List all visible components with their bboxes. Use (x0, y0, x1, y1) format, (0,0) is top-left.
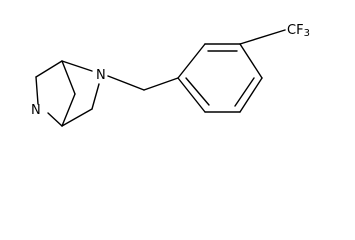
bond-ring-4 (239, 77, 263, 113)
bond-c2-n5 (35, 76, 39, 105)
atom-label-cf3-subscript: 3 (304, 28, 310, 39)
benzene-ring (177, 43, 263, 113)
bond-ring-double-3 (185, 77, 210, 106)
atom-label-nh: N (31, 103, 41, 118)
bond-ch2-ring (143, 77, 179, 91)
bond-c3-c4 (61, 108, 93, 127)
atom-label-cf3-main: CF (287, 23, 304, 38)
bond-ring-1 (177, 43, 206, 79)
atom-label-cf3: CF3 (287, 23, 310, 39)
bond-c1-n2 (61, 60, 93, 72)
structure-diagram: N N CF3 (31, 23, 310, 127)
bond-ring-3 (239, 43, 263, 79)
bond-c1-c2 (35, 60, 63, 78)
bond-ring-cf3 (239, 29, 286, 45)
bond-ring-double-2 (234, 77, 255, 107)
atom-labels: N N CF3 (31, 23, 310, 118)
bond-n2-ch2 (107, 75, 145, 91)
bond-bridge-c4 (61, 93, 76, 127)
bond-n5-c4 (47, 112, 63, 127)
benzyl-linker (107, 75, 179, 91)
bicyclic-core (35, 60, 100, 127)
bond-c1-bridge (61, 60, 76, 95)
bond-ring-6 (177, 77, 206, 113)
atom-label-n: N (96, 68, 106, 83)
bond-n2-c3 (91, 83, 100, 110)
